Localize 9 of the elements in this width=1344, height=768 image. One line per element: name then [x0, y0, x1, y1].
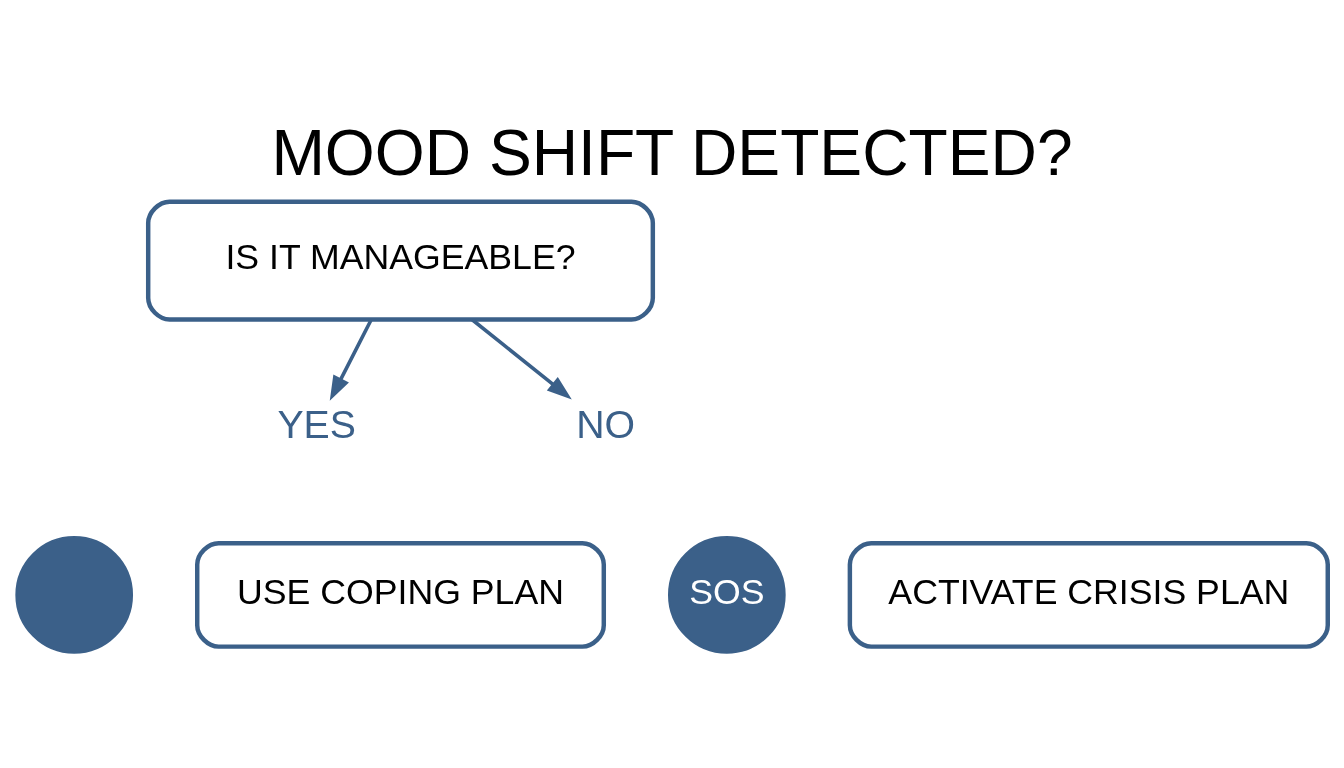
node-circle: SOS	[668, 535, 786, 654]
node-box: ACTIVATE CRISIS PLAN	[847, 540, 1330, 649]
node-text: YES	[277, 401, 356, 446]
node-circle	[15, 535, 134, 654]
node-text: NO	[576, 401, 635, 446]
node-box: USE COPING PLAN	[195, 540, 606, 649]
arrow	[329, 318, 373, 401]
diagram-title: MOOD SHIFT DETECTED?	[271, 116, 1073, 189]
node-box: IS IT MANAGEABLE?	[145, 199, 656, 322]
